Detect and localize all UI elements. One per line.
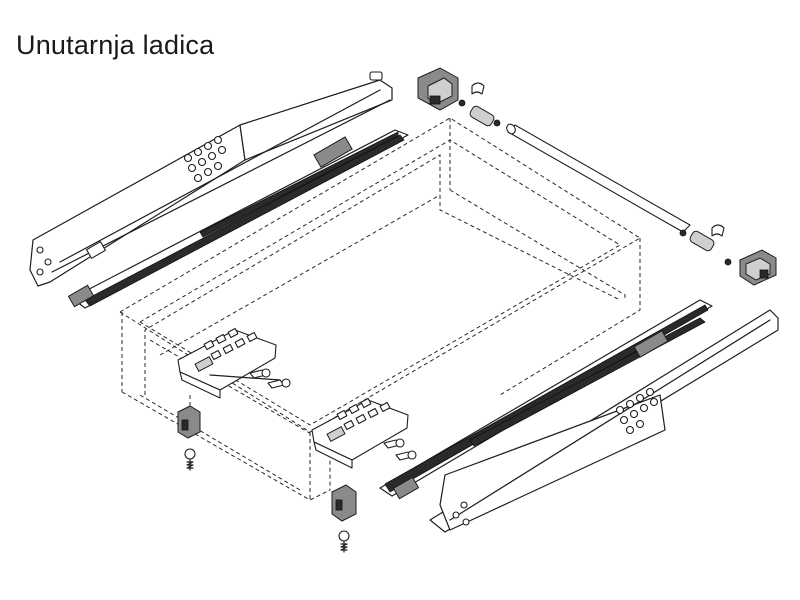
diagram-title: Unutarnja ladica bbox=[16, 30, 215, 60]
locking-device-grid bbox=[203, 327, 258, 361]
locking-device-right bbox=[311, 397, 409, 469]
screw bbox=[338, 530, 350, 553]
rod-bracket-rear-left bbox=[417, 67, 459, 111]
synchronisation-rod bbox=[458, 82, 732, 266]
locking-device-left bbox=[177, 327, 281, 399]
runner-mounting-holes bbox=[36, 135, 227, 276]
drawer-runner-left bbox=[29, 71, 409, 309]
rear-hook-left bbox=[177, 395, 201, 439]
runner-mounting-holes bbox=[452, 387, 659, 526]
drawer-runner-right bbox=[379, 299, 779, 533]
screw bbox=[395, 450, 417, 461]
screw bbox=[184, 448, 196, 471]
screw bbox=[249, 368, 271, 379]
locking-device-grid bbox=[336, 397, 391, 431]
rear-hook-right bbox=[331, 484, 357, 522]
screw bbox=[383, 438, 405, 449]
screw bbox=[267, 378, 291, 389]
rod-bracket-rear-right bbox=[739, 249, 777, 286]
